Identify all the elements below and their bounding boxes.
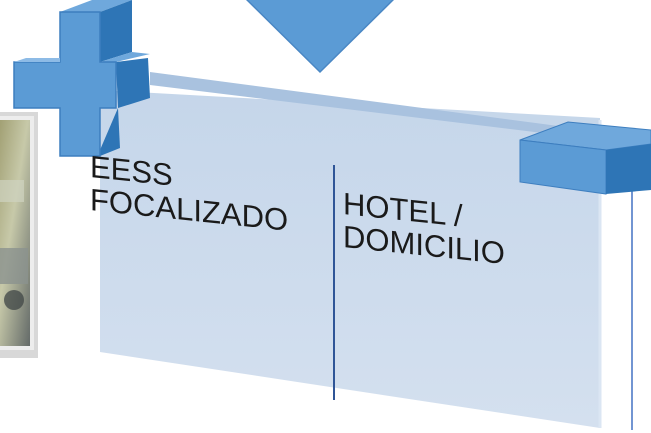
ambulance-photo <box>0 112 38 358</box>
down-arrow-icon <box>245 0 395 74</box>
medical-cross-icon <box>13 0 150 157</box>
main-panel <box>100 72 634 430</box>
block-icon <box>519 121 651 195</box>
